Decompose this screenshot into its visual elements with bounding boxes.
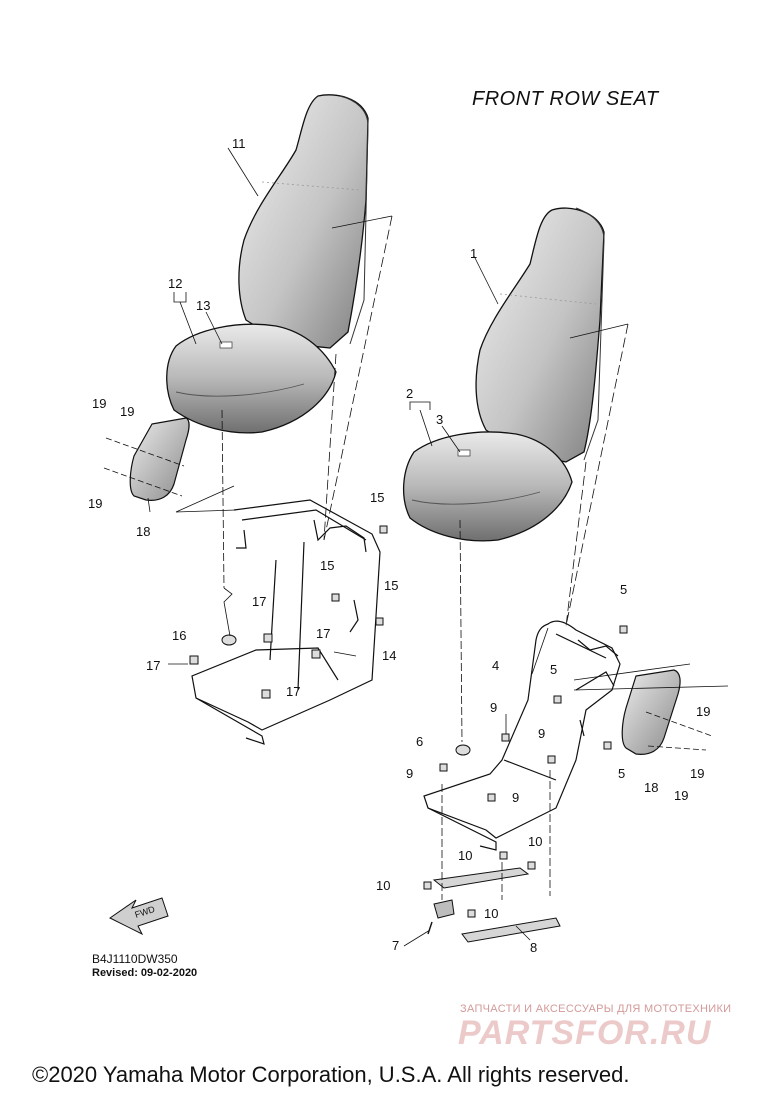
callout-11: 11 xyxy=(232,136,246,151)
callout-17-a: 17 xyxy=(252,594,266,609)
callout-5-top: 5 xyxy=(620,582,627,597)
diagram-title: FRONT ROW SEAT xyxy=(472,88,659,110)
copyright-notice: ©2020 Yamaha Motor Corporation, U.S.A. A… xyxy=(32,1062,630,1087)
watermark-logo[interactable]: PARTSFOR.RU xyxy=(458,1014,712,1052)
callout-19-d: 19 xyxy=(696,704,710,719)
callout-10-c: 10 xyxy=(376,878,390,893)
diagram-code: B4J1110DW350 xyxy=(92,952,178,966)
callout-4: 4 xyxy=(492,658,499,673)
callout-13: 13 xyxy=(196,298,210,313)
right-leader-lines xyxy=(403,255,729,947)
callout-15-c: 15 xyxy=(384,578,398,593)
right-seat-cushion xyxy=(402,431,573,542)
callout-10-d: 10 xyxy=(484,906,498,921)
callout-19-a: 19 xyxy=(92,396,106,411)
callout-19-b: 19 xyxy=(120,404,134,419)
callout-9-d: 9 xyxy=(512,790,519,805)
callout-19-c: 19 xyxy=(88,496,102,511)
watermark-tagline: ЗАПЧАСТИ И АКСЕССУАРЫ ДЛЯ МОТОТЕХНИКИ xyxy=(460,1003,732,1015)
callout-10-b: 10 xyxy=(528,834,542,849)
callout-5-mid: 5 xyxy=(550,662,557,677)
callout-18-right: 18 xyxy=(644,780,658,795)
callout-10-a: 10 xyxy=(458,848,472,863)
left-fasteners xyxy=(189,525,388,699)
callout-17-d: 17 xyxy=(286,684,300,699)
callout-12: 12 xyxy=(168,276,182,291)
left-seat-cushion xyxy=(166,323,337,434)
left-leader-lines xyxy=(147,147,393,665)
callout-7: 7 xyxy=(392,938,399,953)
right-side-plate xyxy=(621,669,713,755)
callout-numbers: 1 2 3 4 5 5 5 6 7 8 9 9 9 9 10 10 10 10 … xyxy=(88,136,710,955)
fwd-arrow-icon: FWD xyxy=(109,897,169,936)
left-seat-frame xyxy=(191,499,381,745)
callout-16: 16 xyxy=(172,628,186,643)
right-seat-backrest xyxy=(475,207,605,463)
right-seat-rails xyxy=(427,867,561,943)
callout-1: 1 xyxy=(470,246,477,261)
callout-9-c: 9 xyxy=(406,766,413,781)
callout-15-a: 15 xyxy=(370,490,384,505)
callout-5-low: 5 xyxy=(618,766,625,781)
callout-15-b: 15 xyxy=(320,558,334,573)
callout-6: 6 xyxy=(416,734,423,749)
left-side-plate xyxy=(103,417,190,501)
left-seat-backrest xyxy=(238,94,369,349)
callout-19-f: 19 xyxy=(674,788,688,803)
callout-17-b: 17 xyxy=(316,626,330,641)
callout-3: 3 xyxy=(436,412,443,427)
callout-18-left: 18 xyxy=(136,524,150,539)
callout-14: 14 xyxy=(382,648,396,663)
right-fasteners xyxy=(423,625,628,918)
revised-date: Revised: 09-02-2020 xyxy=(92,967,198,979)
right-seat-frame xyxy=(423,620,621,851)
callout-8: 8 xyxy=(530,940,537,955)
callout-9-a: 9 xyxy=(490,700,497,715)
callout-9-b: 9 xyxy=(538,726,545,741)
callout-2: 2 xyxy=(406,386,413,401)
callout-17-c: 17 xyxy=(146,658,160,673)
callout-19-e: 19 xyxy=(690,766,704,781)
